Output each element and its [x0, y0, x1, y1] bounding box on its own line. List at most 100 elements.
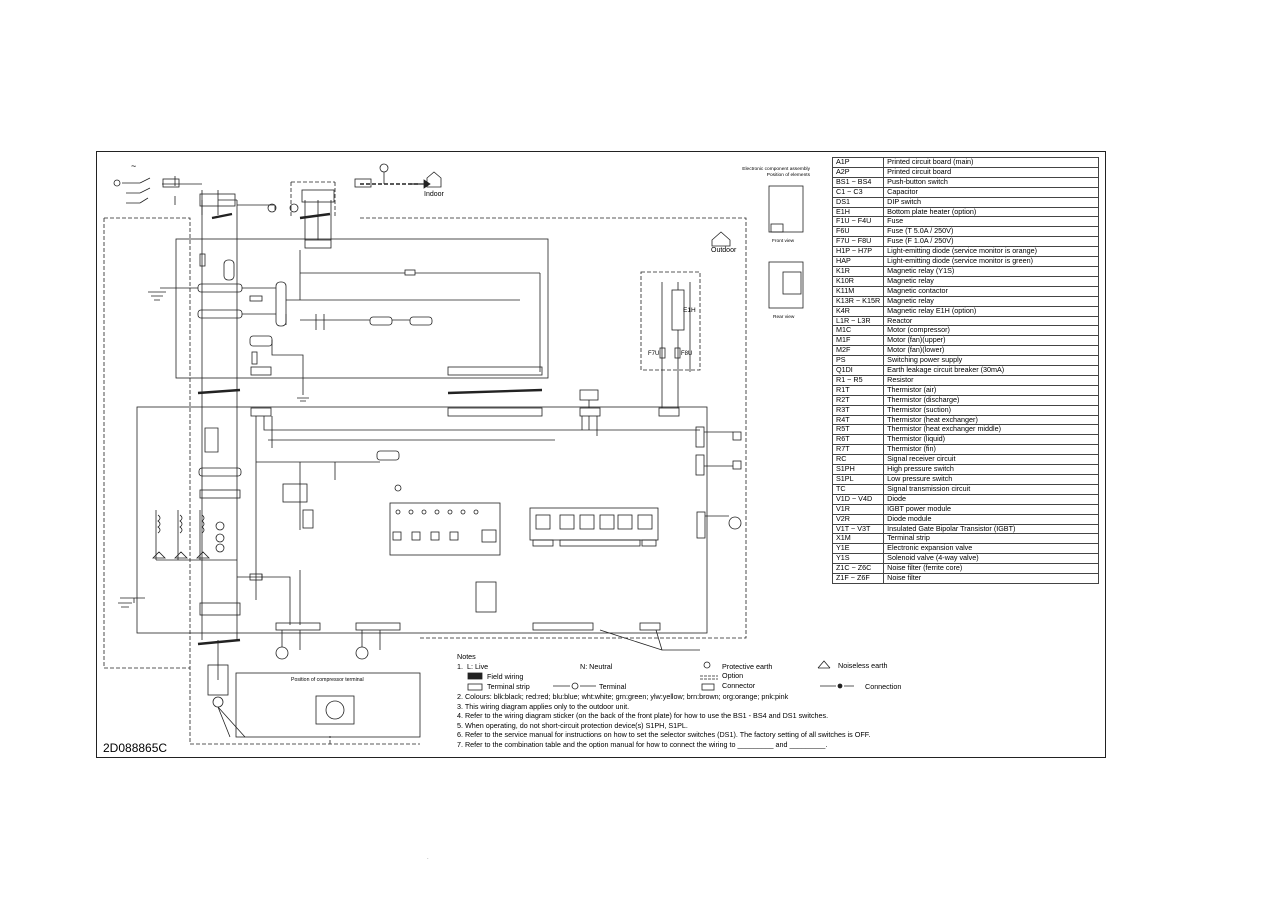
legend-code: V2R [831, 513, 885, 525]
compressor-terminal-caption: Position of compressor terminal [291, 677, 364, 683]
front-view-label: Front view [772, 239, 795, 244]
legend-description: Bottom plate heater (option) [883, 206, 1100, 218]
legend-description: Magnetic relay E1H (option) [883, 305, 1100, 317]
note-noiseless-earth: Noiseless earth [838, 661, 888, 670]
legend-code: R7T [831, 444, 885, 456]
legend-description: Noise filter [883, 573, 1100, 584]
component-assembly-views [768, 185, 804, 309]
legend-description: Fuse (T 5.0A / 250V) [883, 226, 1100, 238]
earth-symbols [118, 291, 309, 608]
legend-description: Thermistor (heat exchanger middle) [883, 424, 1100, 436]
legend-code: S1PL [831, 474, 885, 485]
legend-description: Insulated Gate Bipolar Transistor (IGBT) [883, 523, 1100, 535]
note-terminal-strip: Terminal strip [487, 682, 530, 691]
legend-code: Z1C ~ Z6C [831, 563, 885, 575]
note-field-wiring: Field wiring [487, 672, 524, 681]
e1h-heater [659, 282, 691, 408]
note-5: 5. When operating, do not short-circuit … [457, 720, 688, 730]
note-protective-earth: Protective earth [722, 662, 773, 671]
note-live: L: Live [467, 661, 489, 671]
legend-code: E1H [831, 206, 885, 218]
note-connector: Connector [722, 681, 756, 690]
outdoor-label: Outdoor [711, 247, 737, 254]
indoor-house-icon [410, 171, 442, 189]
legend-description: Terminal strip [883, 533, 1100, 545]
legend-description: Thermistor (heat exchanger) [883, 414, 1100, 426]
legend-code: V1T ~ V3T [831, 523, 885, 535]
bottom-terminal-strips [275, 581, 700, 660]
legend-code: K13R ~ K15R [831, 295, 885, 307]
legend-code: H1P ~ H7P [831, 246, 885, 258]
legend-code: R5T [831, 424, 885, 436]
note-4: 4. Refer to the wiring diagram sticker (… [457, 711, 829, 721]
right-side-connectors [695, 426, 742, 539]
legend-code: Z1F ~ Z6F [831, 573, 885, 584]
legend-description: Noise filter (ferrite core) [883, 563, 1100, 575]
legend-code: TC [831, 483, 885, 495]
fuse-f7u-label: F7U [648, 351, 660, 357]
power-bus [162, 176, 332, 680]
rear-view-label: Rear view [773, 315, 795, 320]
legend-description: Magnetic relay [883, 275, 1100, 287]
note-terminal: Terminal [599, 682, 627, 691]
notes-title: Notes [457, 652, 476, 661]
document-code: 2D088865C [103, 741, 168, 755]
legend-code: A2P [831, 166, 885, 178]
legend-code: C1 ~ C3 [831, 186, 885, 198]
legend-code: R2T [831, 394, 885, 406]
legend-description: Printed circuit board (main) [883, 157, 1100, 168]
legend-code: K1R [831, 265, 885, 277]
legend-description: IGBT power module [883, 503, 1100, 515]
legend-description: Electronic expansion valve [883, 543, 1100, 555]
note-connection: Connection [865, 682, 902, 691]
indoor-label: Indoor [424, 191, 444, 198]
legend-code: M1F [831, 335, 885, 347]
legend-description: Thermistor (fin) [883, 444, 1100, 456]
option-boundary [640, 271, 701, 371]
legend-description: Magnetic relay [883, 295, 1100, 307]
legend-code: Y1S [831, 553, 885, 565]
notes-symbols [467, 660, 854, 691]
legend-description: High pressure switch [883, 464, 1100, 475]
legend-code: F1U ~ F4U [831, 216, 885, 228]
legend-code: R1 ~ R5 [831, 374, 885, 386]
legend-code: Y1E [831, 543, 885, 555]
legend-code: DS1 [831, 196, 885, 208]
connector-strips [197, 239, 680, 646]
assembly-title-1: Electronic component assembly [742, 167, 810, 172]
legend-description: Thermistor (suction) [883, 404, 1100, 416]
legend-code: F7U ~ F8U [831, 236, 885, 248]
legend-description: Fuse [883, 216, 1100, 228]
note-7: 7. Refer to the combination table and th… [457, 740, 828, 749]
legend-description: Solenoid valve (4-way valve) [883, 553, 1100, 565]
legend-description: Motor (fan)(upper) [883, 335, 1100, 347]
legend-code: F6U [831, 226, 885, 238]
relay-row [529, 507, 659, 547]
legend-code: L1R ~ L3R [831, 315, 885, 327]
